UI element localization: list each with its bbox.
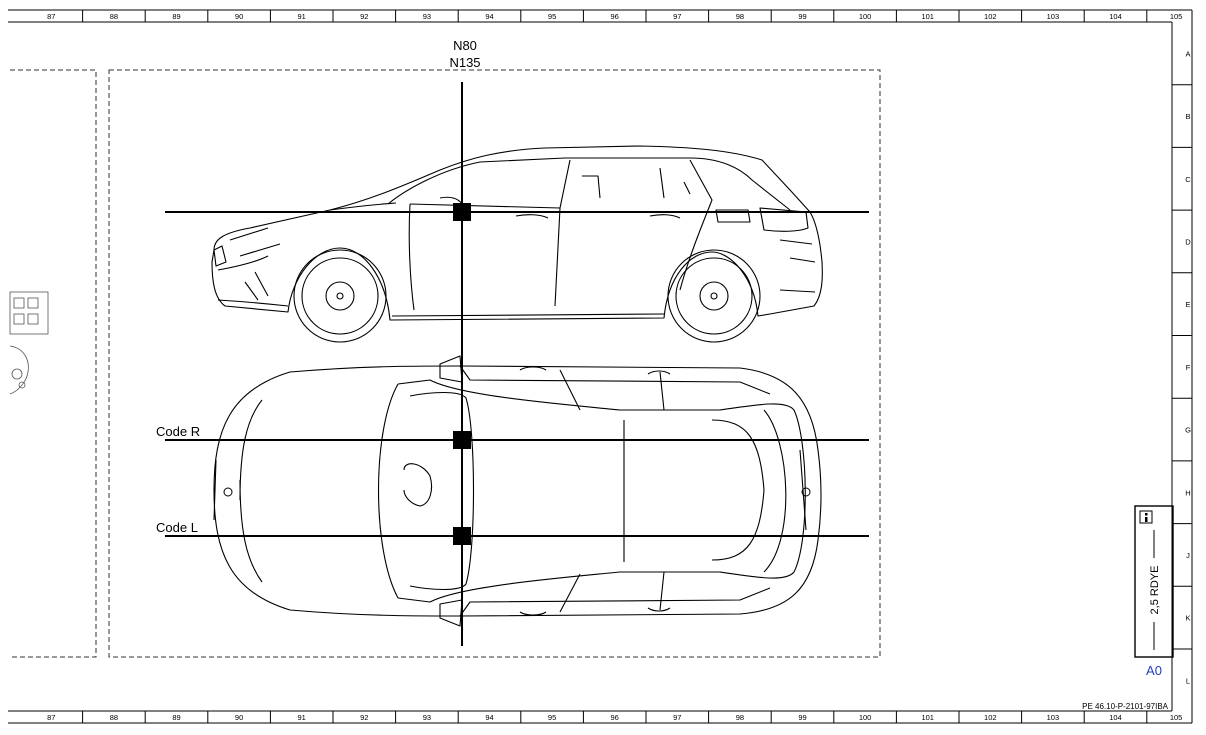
row-label: A — [1185, 49, 1190, 58]
column-label: 95 — [548, 12, 556, 21]
column-label: 102 — [984, 12, 997, 21]
column-label: 89 — [172, 12, 180, 21]
column-label: 98 — [736, 713, 744, 722]
variant-label-code-l: Code L — [156, 520, 198, 535]
column-label: 93 — [423, 713, 431, 722]
row-label: C — [1185, 175, 1191, 184]
row-label: B — [1185, 112, 1190, 121]
column-label: 100 — [859, 713, 872, 722]
top-column-ruler: 87 88 89 90 91 92 93 94 95 96 97 98 99 100 101 102 103 10… — [47, 10, 1182, 22]
ground-reference-label[interactable]: A0 — [1146, 663, 1162, 678]
column-label: 87 — [47, 713, 55, 722]
column-label: 105 — [1170, 12, 1183, 21]
row-label: F — [1186, 363, 1191, 372]
column-label: 90 — [235, 12, 243, 21]
column-label: 92 — [360, 713, 368, 722]
column-label: 99 — [798, 12, 806, 21]
column-label: 104 — [1109, 12, 1122, 21]
column-label: 91 — [298, 713, 306, 722]
column-label: 100 — [859, 12, 872, 21]
column-label: 104 — [1109, 713, 1122, 722]
location-markers — [453, 203, 471, 545]
column-label: 101 — [921, 713, 934, 722]
row-label: J — [1186, 551, 1190, 560]
column-label: 91 — [298, 12, 306, 21]
rear-emblem — [801, 487, 811, 497]
adjacent-connector-drawing — [9, 291, 49, 395]
wire-info-box: 2,5 RDYE — [1134, 505, 1174, 658]
row-label: K — [1185, 614, 1190, 623]
column-label: 97 — [673, 12, 681, 21]
column-label: 103 — [1047, 713, 1060, 722]
vehicle-side-view — [211, 145, 823, 321]
wire-spec-label: 2,5 RDYE — [1149, 566, 1161, 615]
column-label: 89 — [172, 713, 180, 722]
column-label: 88 — [110, 713, 118, 722]
column-label: 99 — [798, 713, 806, 722]
column-label: 87 — [47, 12, 55, 21]
column-label: 96 — [611, 12, 619, 21]
front-emblem — [223, 487, 233, 497]
rear-wheel — [667, 249, 761, 343]
info-icon[interactable] — [1139, 510, 1153, 524]
column-label: 105 — [1170, 713, 1183, 722]
row-label: H — [1185, 488, 1190, 497]
location-marker-side-view — [453, 203, 471, 221]
component-label-n80: N80 — [453, 38, 477, 53]
document-reference: PE 46.10-P-2101-97IBA — [1082, 702, 1168, 711]
adjacent-component-box — [10, 69, 97, 658]
column-label: 92 — [360, 12, 368, 21]
component-label-n135: N135 — [449, 55, 480, 70]
column-label: 94 — [485, 12, 493, 21]
column-label: 103 — [1047, 12, 1060, 21]
row-label: L — [1186, 676, 1190, 685]
component-location-frame — [108, 69, 881, 658]
front-wheel — [293, 249, 387, 343]
row-label: E — [1185, 300, 1190, 309]
column-label: 98 — [736, 12, 744, 21]
column-label: 94 — [485, 713, 493, 722]
column-label: 90 — [235, 713, 243, 722]
bottom-column-ruler: 87 88 89 90 91 92 93 94 95 96 97 98 99 100 101 102 103 10… — [47, 711, 1182, 723]
column-label: 93 — [423, 12, 431, 21]
location-reference-lines — [165, 82, 869, 646]
column-label: 101 — [921, 12, 934, 21]
right-row-ruler: A B C D E F G H J K L — [1172, 49, 1192, 685]
row-label: D — [1185, 237, 1191, 246]
variant-label-code-r: Code R — [156, 424, 200, 439]
location-marker-code-l — [453, 527, 471, 545]
sheet-frame — [8, 9, 1193, 724]
vehicle-top-view — [213, 355, 822, 627]
location-marker-code-r — [453, 431, 471, 449]
column-label: 95 — [548, 713, 556, 722]
column-label: 96 — [611, 713, 619, 722]
column-label: 88 — [110, 12, 118, 21]
row-label: G — [1185, 426, 1191, 435]
column-label: 97 — [673, 713, 681, 722]
column-label: 102 — [984, 713, 997, 722]
